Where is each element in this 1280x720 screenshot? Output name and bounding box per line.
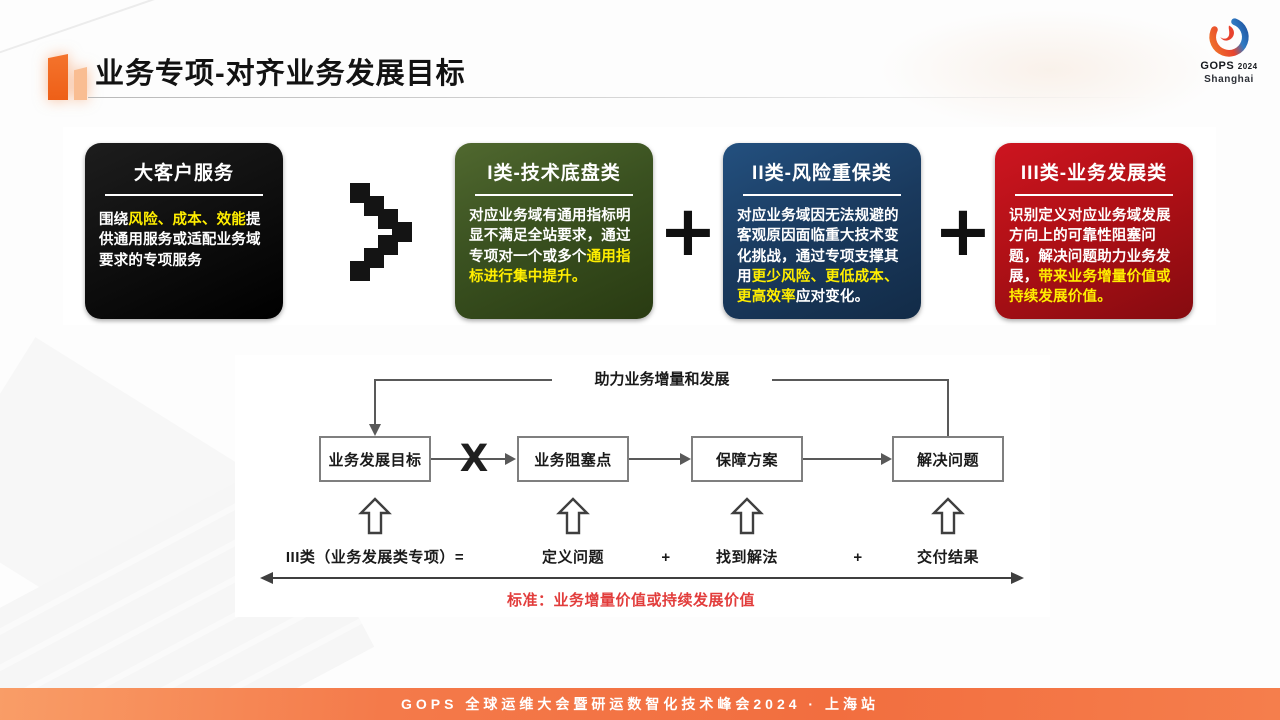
title-bars-icon (48, 54, 90, 102)
card-divider (1015, 194, 1173, 196)
plus-icon: + (658, 190, 718, 272)
card-body: 围绕风险、成本、效能提供通用服务或适配业务域要求的专项服务 (99, 212, 261, 269)
chevron-right-icon (350, 183, 412, 281)
gops-logo-icon (1209, 17, 1249, 57)
card-body: 对应业务域有通用指标明显不满足全站要求，通过专项对一个或多个通用指标进行集中提升… (469, 208, 631, 285)
background-blob (880, 10, 1220, 130)
formula-plus: + (853, 549, 863, 566)
card-class3-business-growth: III类-业务发展类 识别定义对应业务域发展方向上的可靠性阻塞问题，解决问题助力… (995, 143, 1193, 319)
formula-term-define-problem: 定义问题 (541, 549, 604, 566)
formula-plus: + (661, 549, 671, 566)
title-bar-short (74, 67, 87, 100)
flow-diagram-panel: 助力业务增量和发展 业务发展目标 业务阻塞点 保障方案 解决问题 X III类（… (235, 355, 1050, 617)
formula-term-find-solution: 找到解法 (715, 549, 778, 566)
formula-term-deliver-result: 交付结果 (916, 549, 979, 566)
plus-icon: + (933, 190, 993, 272)
formula-prefix: III类（业务发展类专项）= (285, 549, 465, 566)
card-title: I类-技术底盘类 (487, 163, 621, 184)
blocked-x-marker: X (459, 437, 489, 480)
flow-node-blocking-point: 业务阻塞点 (517, 436, 629, 482)
logo-brand: GOPS (1200, 60, 1235, 72)
title-bar-tall (48, 54, 68, 100)
page-title: 业务专项-对齐业务发展目标 (95, 58, 466, 90)
card-body: 识别定义对应业务域发展方向上的可靠性阻塞问题，解决问题助力业务发展，带来业务增量… (1009, 208, 1171, 306)
card-divider (743, 194, 901, 196)
card-title: III类-业务发展类 (1020, 163, 1168, 184)
card-body: 对应业务域因无法规避的客观原因面临重大技术变化挑战，通过专项支撑其用更少风险、更… (737, 208, 899, 306)
card-title: II类-风险重保类 (752, 163, 892, 184)
category-cards-panel: 大客户服务 围绕风险、成本、效能提供通用服务或适配业务域要求的专项服务 I类-技… (63, 127, 1216, 325)
footer-bar: GOPS 全球运维大会暨研运数智化技术峰会2024 · 上海站 (0, 688, 1280, 720)
card-class1-tech-base: I类-技术底盘类 对应业务域有通用指标明显不满足全站要求，通过专项对一个或多个通… (455, 143, 653, 319)
logo-year: 2024 (1237, 62, 1258, 71)
logo-city: Shanghai (1204, 74, 1254, 85)
background-diagonal-line (0, 0, 182, 56)
logo-text: GOPS 2024 (1190, 60, 1268, 73)
feedback-label: 助力业务增量和发展 (552, 369, 772, 391)
card-divider (105, 194, 263, 196)
card-title: 大客户服务 (133, 163, 234, 184)
flow-node-solve-problem: 解决问题 (892, 436, 1004, 482)
flow-node-assurance-plan: 保障方案 (691, 436, 803, 482)
gops-logo: GOPS 2024 Shanghai (1190, 14, 1268, 86)
card-class2-risk-assurance: II类-风险重保类 对应业务域因无法规避的客观原因面临重大技术变化挑战，通过专项… (723, 143, 921, 319)
card-major-customer-service: 大客户服务 围绕风险、成本、效能提供通用服务或适配业务域要求的专项服务 (85, 143, 283, 319)
title-underline (88, 97, 1150, 98)
flow-node-business-goal: 业务发展目标 (319, 436, 431, 482)
standard-note: 标准：业务增量价值或持续发展价值 (506, 592, 755, 609)
flow-connectors (260, 379, 1024, 584)
card-divider (475, 194, 633, 196)
footer-text: GOPS 全球运维大会暨研运数智化技术峰会2024 · 上海站 (401, 696, 879, 712)
